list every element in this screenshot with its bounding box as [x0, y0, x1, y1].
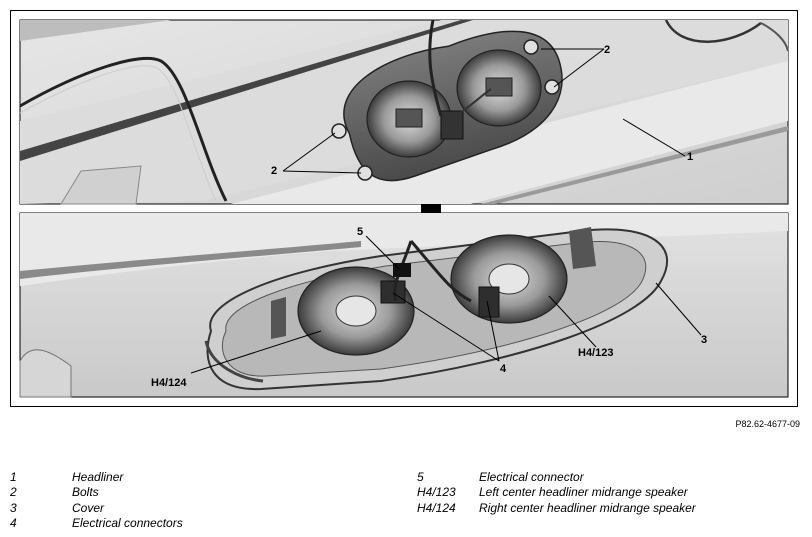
callout-h4-123: H4/123 — [578, 347, 613, 359]
legend-item: 2 Bolts — [10, 485, 183, 500]
legend-label: Headliner — [72, 470, 124, 484]
leader-lines-top — [282, 48, 686, 174]
legend-code: 5 — [417, 470, 424, 484]
legend-item: 4 Electrical connectors — [10, 516, 183, 531]
legend-code: 4 — [10, 516, 17, 531]
callout-5: 5 — [357, 226, 363, 238]
top-panel: 2 2 1 — [19, 19, 789, 205]
legend-code: H4/124 — [417, 500, 456, 515]
legend-label: Right center headliner midrange speaker — [479, 500, 696, 515]
legend-code: H4/123 — [417, 485, 456, 500]
legend-label: Left center headliner midrange speaker — [479, 485, 688, 500]
callout-3: 3 — [701, 334, 707, 346]
callout-1: 1 — [687, 151, 693, 163]
figure-frame: 2 2 1 — [10, 10, 798, 407]
legend-item: 1 Headliner — [10, 470, 183, 485]
callout-2-bottom: 2 — [271, 165, 277, 177]
callout-4: 4 — [500, 363, 507, 375]
speaker-cover-bottom — [204, 227, 668, 391]
exploded-view-illustration: 2 2 1 — [19, 19, 789, 398]
legend-right: 5 Electrical connector H4/123 Left center … — [417, 470, 696, 516]
legend-code: 1 — [10, 470, 17, 484]
legend-code: 2 — [10, 485, 17, 500]
legend-label: Cover — [72, 500, 105, 515]
legend-label: Bolts — [72, 485, 99, 500]
callout-2-top: 2 — [604, 44, 610, 56]
legend-code: 3 — [10, 500, 17, 515]
figure-reference-id: P82.62-4677-09 — [735, 419, 800, 429]
callout-h4-124: H4/124 — [151, 377, 187, 389]
legend-item: 5 Electrical connector — [417, 470, 696, 485]
bottom-panel: 5 4 H4/123 H4/124 3 — [19, 212, 789, 398]
legend-left: 1 Headliner 2 Bolts 3 Cover 4 Electrical con… — [10, 470, 183, 532]
speaker-cover-top — [331, 19, 563, 182]
legend-item: H4/123 Left center headliner midrange spe… — [417, 485, 696, 500]
legend-item: H4/124 Right center headliner midrange sp… — [417, 501, 696, 516]
legend-item: 3 Cover — [10, 501, 183, 516]
leader-lines-bottom — [190, 235, 702, 374]
legend-label: Electrical connector — [479, 470, 584, 484]
legend-label: Electrical connectors — [72, 516, 183, 531]
